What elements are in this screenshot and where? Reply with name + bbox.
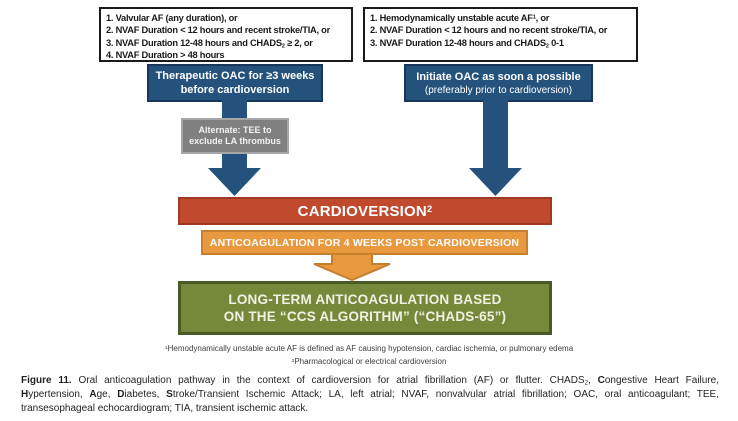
footnote-1: 1Hemodynamically unstable acute AF is de…: [164, 344, 574, 353]
post-cardioversion-anticoagulation-box: ANTICOAGULATION FOR 4 WEEKS POST CARDIOV…: [201, 230, 528, 255]
cardioversion-box: CARDIOVERSION2: [178, 197, 552, 225]
criteria-box-initiate-oac: 1. Hemodynamically unstable acute AF1, o…: [363, 7, 638, 62]
down-arrow-right: [469, 100, 522, 196]
long-term-label-2: ON THE “CCS ALGORITHM” (“CHADS-65”): [223, 309, 507, 324]
caption-line-1: Figure 11. Oral anticoagulation pathway …: [21, 375, 720, 387]
criteria-item: 2. NVAF Duration < 12 hours and recent s…: [106, 25, 330, 36]
footnote-2: 2Pharmacological or electrical cardiover…: [291, 356, 447, 366]
criteria-box-therapeutic-oac: 1. Valvular AF (any duration), or 2. NVA…: [99, 7, 353, 62]
criteria-item: 2. NVAF Duration < 12 hours and no recen…: [370, 25, 608, 36]
criteria-item: 4. NVAF Duration > 48 hours: [106, 50, 225, 61]
down-arrow-orange: [313, 253, 391, 281]
caption-line-2: Hypertension, Age, Diabetes, Stroke/Tran…: [21, 389, 719, 401]
post-cardioversion-label: ANTICOAGULATION FOR 4 WEEKS POST CARDIOV…: [209, 236, 520, 249]
initiate-oac-label: Initiate OAC as soon a possible: [416, 70, 581, 83]
figure-caption: Figure 11. Oral anticoagulation pathway …: [21, 374, 719, 417]
criteria-item: 1. Valvular AF (any duration), or: [106, 13, 238, 23]
tee-alternate-box: Alternate: TEE to exclude LA thrombus: [181, 118, 289, 154]
initiate-oac-sublabel: (preferably prior to cardioversion): [424, 84, 573, 96]
footnotes: 1Hemodynamically unstable acute AF is de…: [0, 343, 738, 368]
tee-label-2: exclude LA thrombus: [189, 136, 281, 146]
long-term-label: LONG-TERM ANTICOAGULATION BASED: [228, 291, 502, 307]
tee-label: Alternate: TEE to: [198, 124, 272, 135]
long-term-anticoagulation-box: LONG-TERM ANTICOAGULATION BASED ON THE “…: [178, 281, 552, 335]
criteria-item: 3. NVAF Duration 12-48 hours and CHADS2 …: [370, 37, 564, 50]
criteria-item: 1. Hemodynamically unstable acute AF1, o…: [370, 13, 550, 23]
therapeutic-oac-label-2: before cardioversion: [180, 84, 290, 96]
therapeutic-oac-label: Therapeutic OAC for ≥3 weeks: [155, 70, 315, 82]
initiate-oac-box: Initiate OAC as soon a possible (prefera…: [404, 64, 593, 102]
therapeutic-oac-box: Therapeutic OAC for ≥3 weeks before card…: [147, 64, 323, 102]
criteria-item: 3. NVAF Duration 12-48 hours and CHADS2 …: [106, 37, 313, 50]
cardioversion-label: CARDIOVERSION2: [297, 202, 433, 220]
caption-line-3: transesophageal echocardiogram; TIA, tra…: [21, 403, 309, 415]
